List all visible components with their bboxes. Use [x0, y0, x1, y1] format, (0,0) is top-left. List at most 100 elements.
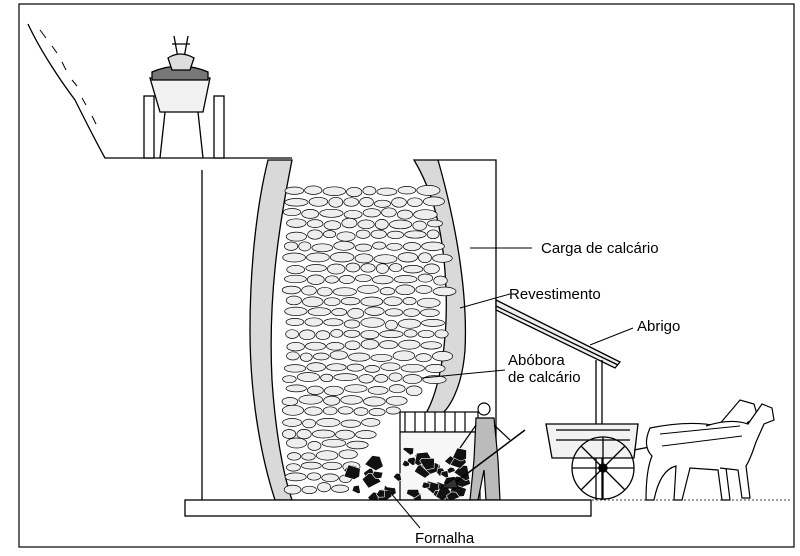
limestone-block: [304, 317, 324, 327]
limestone-block: [323, 220, 342, 231]
limestone-block: [317, 286, 333, 297]
limestone-block: [325, 275, 339, 284]
limestone-block: [305, 341, 326, 351]
limestone-block: [343, 209, 363, 220]
limestone-block: [353, 407, 369, 416]
limestone-block: [282, 418, 302, 427]
limestone-block: [364, 365, 380, 373]
limestone-block: [302, 296, 324, 308]
limestone-block: [306, 219, 324, 228]
limestone-block: [364, 306, 385, 316]
limestone-block: [311, 243, 334, 253]
limestone-block: [368, 408, 386, 417]
limestone-block: [385, 406, 401, 415]
coal-lump: [392, 473, 402, 482]
limestone-block: [341, 217, 358, 229]
limestone-block: [286, 351, 300, 361]
limestone-block: [283, 364, 307, 373]
limestone-block: [315, 450, 339, 461]
limestone-block: [337, 406, 354, 415]
limestone-block: [383, 296, 403, 306]
limestone-block: [301, 209, 320, 219]
limestone-block: [338, 449, 358, 460]
coal-lump: [372, 470, 384, 480]
limestone-block: [432, 351, 453, 362]
horses: [645, 399, 775, 501]
worker-figure: [438, 402, 526, 501]
limestone-block: [340, 419, 361, 428]
limestone-block: [284, 306, 308, 316]
limestone-block: [412, 220, 427, 231]
limestone-block: [301, 452, 316, 461]
limestone-block: [322, 406, 338, 416]
limestone-block: [422, 196, 445, 207]
limestone-block: [285, 384, 307, 393]
limestone-block: [395, 284, 416, 296]
limestone-block: [343, 319, 361, 329]
limestone-block: [357, 219, 375, 230]
limestone-block: [282, 252, 306, 263]
limestone-block: [346, 363, 365, 372]
limestone-block: [397, 186, 417, 195]
limestone-block: [283, 484, 302, 495]
limestone-block: [433, 275, 448, 286]
limestone-block: [360, 317, 385, 328]
limestone-block: [388, 384, 406, 394]
limestone-block: [346, 186, 363, 198]
limestone-block: [304, 185, 323, 195]
limestone-block: [302, 418, 316, 429]
limestone-block: [282, 375, 297, 384]
limestone-block: [425, 364, 446, 373]
limestone-block: [340, 297, 361, 306]
label-vault-line1: Abóbora: [508, 352, 565, 369]
limestone-block: [344, 340, 361, 351]
coal-lump: [364, 455, 384, 472]
limestone-block: [384, 308, 404, 317]
limestone-block: [362, 186, 377, 196]
limestone-block: [398, 318, 421, 329]
limestone-block: [404, 230, 427, 239]
limestone-block: [298, 394, 323, 405]
limestone-block: [285, 295, 302, 306]
label-furnace: Fornalha: [415, 530, 475, 547]
coal-lump: [446, 466, 456, 474]
top-cart: [143, 35, 225, 159]
limestone-block: [322, 186, 346, 196]
coal-lump: [453, 464, 471, 482]
limestone-block: [305, 264, 327, 273]
coal-lump: [351, 484, 361, 495]
limestone-block: [347, 308, 365, 319]
limestone-block: [326, 342, 345, 351]
limestone-block: [319, 208, 344, 218]
limestone-block: [339, 275, 355, 284]
limestone-block: [316, 418, 341, 427]
limestone-block: [327, 263, 346, 275]
limestone-block: [323, 395, 341, 406]
coal-lump: [452, 447, 467, 462]
limestone-block: [370, 353, 393, 362]
limestone-block: [286, 265, 306, 275]
label-lining: Revestimento: [509, 286, 601, 303]
limestone-block: [381, 207, 397, 218]
limestone-block: [385, 319, 398, 331]
coal-lump: [406, 488, 420, 499]
coal-lump: [375, 489, 385, 498]
limestone-charge: [281, 185, 457, 495]
limestone-block: [358, 374, 374, 384]
limestone-block: [413, 209, 438, 220]
limestone-block: [374, 219, 389, 230]
limestone-block: [284, 274, 307, 284]
limestone-block: [323, 230, 337, 239]
hillside: [27, 23, 292, 159]
limestone-block: [300, 461, 322, 470]
limestone-block: [287, 452, 302, 461]
limestone-block: [313, 352, 330, 361]
limestone-block: [388, 372, 403, 382]
limestone-block: [372, 241, 386, 250]
label-limestone-charge: Carga de calcário: [541, 240, 659, 257]
limestone-block: [299, 352, 313, 362]
limestone-block: [281, 404, 305, 416]
limestone-block: [426, 229, 440, 240]
coal-lump: [419, 457, 435, 471]
